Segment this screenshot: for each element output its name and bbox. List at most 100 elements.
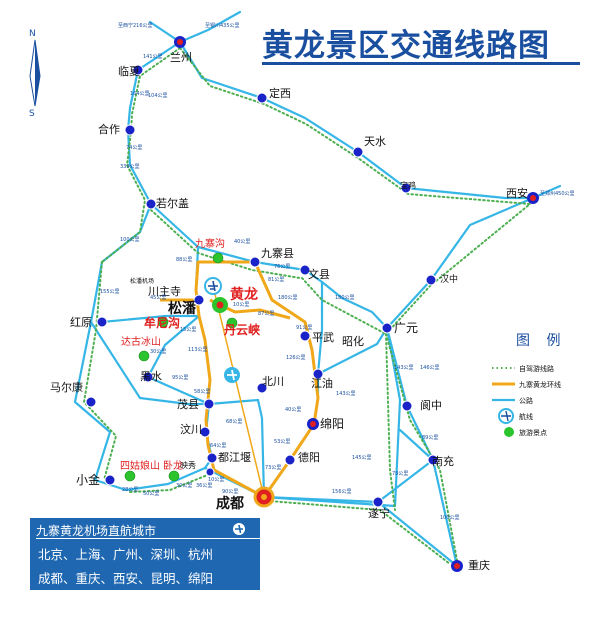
distance-label: 53公里 (274, 439, 291, 445)
city-deyang: 德阳 (298, 451, 320, 464)
scenic-jiuzhaigou: 九寨沟 (195, 239, 225, 250)
distance-label: 145公里 (352, 455, 372, 461)
legend-scenic: 旅游景点 (519, 429, 547, 437)
distance-label: 40公里 (234, 239, 251, 245)
scenic-dagu-glacier: 达古冰山 (121, 337, 161, 348)
city-heishui: 黑水 (140, 370, 162, 383)
city-chongqing: 重庆 (468, 559, 490, 572)
city-hanzhong: 汉中 (440, 275, 459, 285)
city-songpan: 松潘 (168, 301, 196, 317)
scenic-spot-dots (124, 252, 238, 482)
city-wenchuan: 汶川 (180, 423, 202, 436)
compass-icon: N S (29, 29, 41, 119)
city-pingwu: 平武 (312, 331, 334, 344)
city-xian: 西安 (506, 187, 528, 200)
city-baoji: 宝鸡 (400, 181, 416, 190)
distance-label: 95公里 (172, 375, 189, 381)
city-jiuzhaigou-county: 九寨县 (261, 247, 294, 260)
distance-label: 146公里 (420, 365, 440, 371)
distance-label: 30公里 (176, 483, 193, 489)
city-lanzhou: 兰州 (170, 51, 192, 64)
compass-north: N (29, 29, 36, 39)
distance-label: 10公里 (208, 477, 225, 483)
distance-label: 89公里 (422, 435, 439, 441)
scenic-chuanzhu-airport: 松潘机场 (130, 278, 155, 285)
distance-label: 100公里 (120, 237, 140, 243)
huanglong-marker (212, 297, 228, 313)
distance-label: 73公里 (265, 465, 282, 471)
city-beichuan: 北川 (262, 375, 284, 388)
distance-label: 50公里 (143, 491, 160, 497)
flight-line (212, 285, 265, 498)
distance-label: 58公里 (194, 389, 211, 395)
distance-label: 100公里 (440, 515, 460, 521)
city-yingxiu: 映秀 (180, 461, 196, 470)
direct-flight-title: 九寨黄龙机场直航城市 (36, 524, 157, 538)
distance-label: 87公里 (258, 311, 275, 317)
city-maoxian: 茂县 (177, 398, 199, 411)
title-underline (262, 62, 580, 65)
legend-selfdrive: 自驾游线路 (519, 365, 554, 373)
distance-label: 180公里 (278, 295, 298, 301)
distance-label: 40公里 (285, 407, 302, 413)
distance-label: 28公里 (122, 487, 139, 493)
legend-symbols (492, 367, 515, 437)
city-dots (85, 64, 439, 508)
city-linxia: 临夏 (118, 65, 140, 78)
city-mianyang: 绵阳 (320, 417, 345, 431)
compass-south: S (29, 109, 35, 118)
direct-flight-cities-1: 北京、上海、广州、深圳、杭州 (38, 547, 214, 562)
airport-icon (224, 367, 240, 383)
city-dingxi: 定西 (269, 87, 291, 100)
city-ruoergai: 若尔盖 (156, 197, 189, 210)
legend-flight: 航线 (519, 413, 533, 421)
city-chengdu: 成都 (216, 496, 244, 512)
city-hezuo: 合作 (98, 123, 120, 136)
direct-flight-box: 九寨黄龙机场直航城市 北京、上海、广州、深圳、杭州 成都、重庆、西安、昆明、绵阳 (30, 518, 260, 590)
distance-label: 15公里 (180, 327, 197, 333)
city-langzhong: 阆中 (420, 399, 442, 412)
scenic-siguniang: 四姑娘山 (120, 461, 160, 472)
distance-label: 91公里 (296, 325, 313, 331)
distance-label: 104公里 (148, 93, 168, 99)
distance-label: 30公里 (150, 349, 167, 355)
direct-flight-heading: 九寨黄龙机场直航城市 (36, 520, 260, 539)
city-wenxian: 文县 (308, 268, 330, 281)
major-city-markers (174, 36, 539, 572)
distance-label: 至郑州450公里 (540, 191, 575, 197)
city-hongyuan: 红原 (70, 316, 92, 329)
city-jiangyou: 江油 (311, 377, 333, 390)
distance-label: 156公里 (332, 489, 352, 495)
compass: N S (24, 28, 46, 122)
distance-label: 164公里 (130, 91, 150, 97)
distance-label: 10公里 (233, 302, 250, 308)
distance-label: 180公里 (335, 295, 355, 301)
distance-label: 64公里 (210, 443, 227, 449)
city-zhaohua: 昭化 (342, 335, 364, 348)
legend-title: 图 例 (516, 333, 567, 349)
distance-label: 至银川435公里 (205, 23, 240, 29)
distance-label: 81公里 (268, 277, 285, 283)
distance-label: 143公里 (336, 391, 356, 397)
airport-icon (204, 277, 222, 295)
distance-label: 141公里 (143, 54, 163, 60)
city-guangyuan: 广元 (394, 321, 419, 335)
plane-icon (233, 523, 245, 535)
distance-label: 339公里 (120, 164, 140, 170)
distance-label: 113公里 (188, 347, 208, 353)
scenic-dayun-gorge: 丹云峡 (224, 323, 261, 337)
city-dujiangyan: 都江堰 (218, 451, 251, 464)
distance-label: 68公里 (226, 419, 243, 425)
distance-label: 至西宁216公里 (118, 23, 153, 29)
direct-flight-cities-2: 成都、重庆、西安、昆明、绵阳 (38, 571, 214, 586)
city-tianshui: 天水 (364, 135, 386, 148)
distance-label: 45公里 (150, 295, 167, 301)
distance-label: 155公里 (100, 289, 120, 295)
city-nanchong: 南充 (432, 455, 454, 468)
distance-label: 143公里 (394, 365, 414, 371)
legend-loop: 九寨黄龙环线 (519, 381, 561, 389)
city-huanglong: 黄龙 (230, 287, 258, 303)
city-maerkang: 马尔康 (50, 381, 83, 394)
map-title: 黄龙景区交通线路图 (262, 28, 550, 64)
